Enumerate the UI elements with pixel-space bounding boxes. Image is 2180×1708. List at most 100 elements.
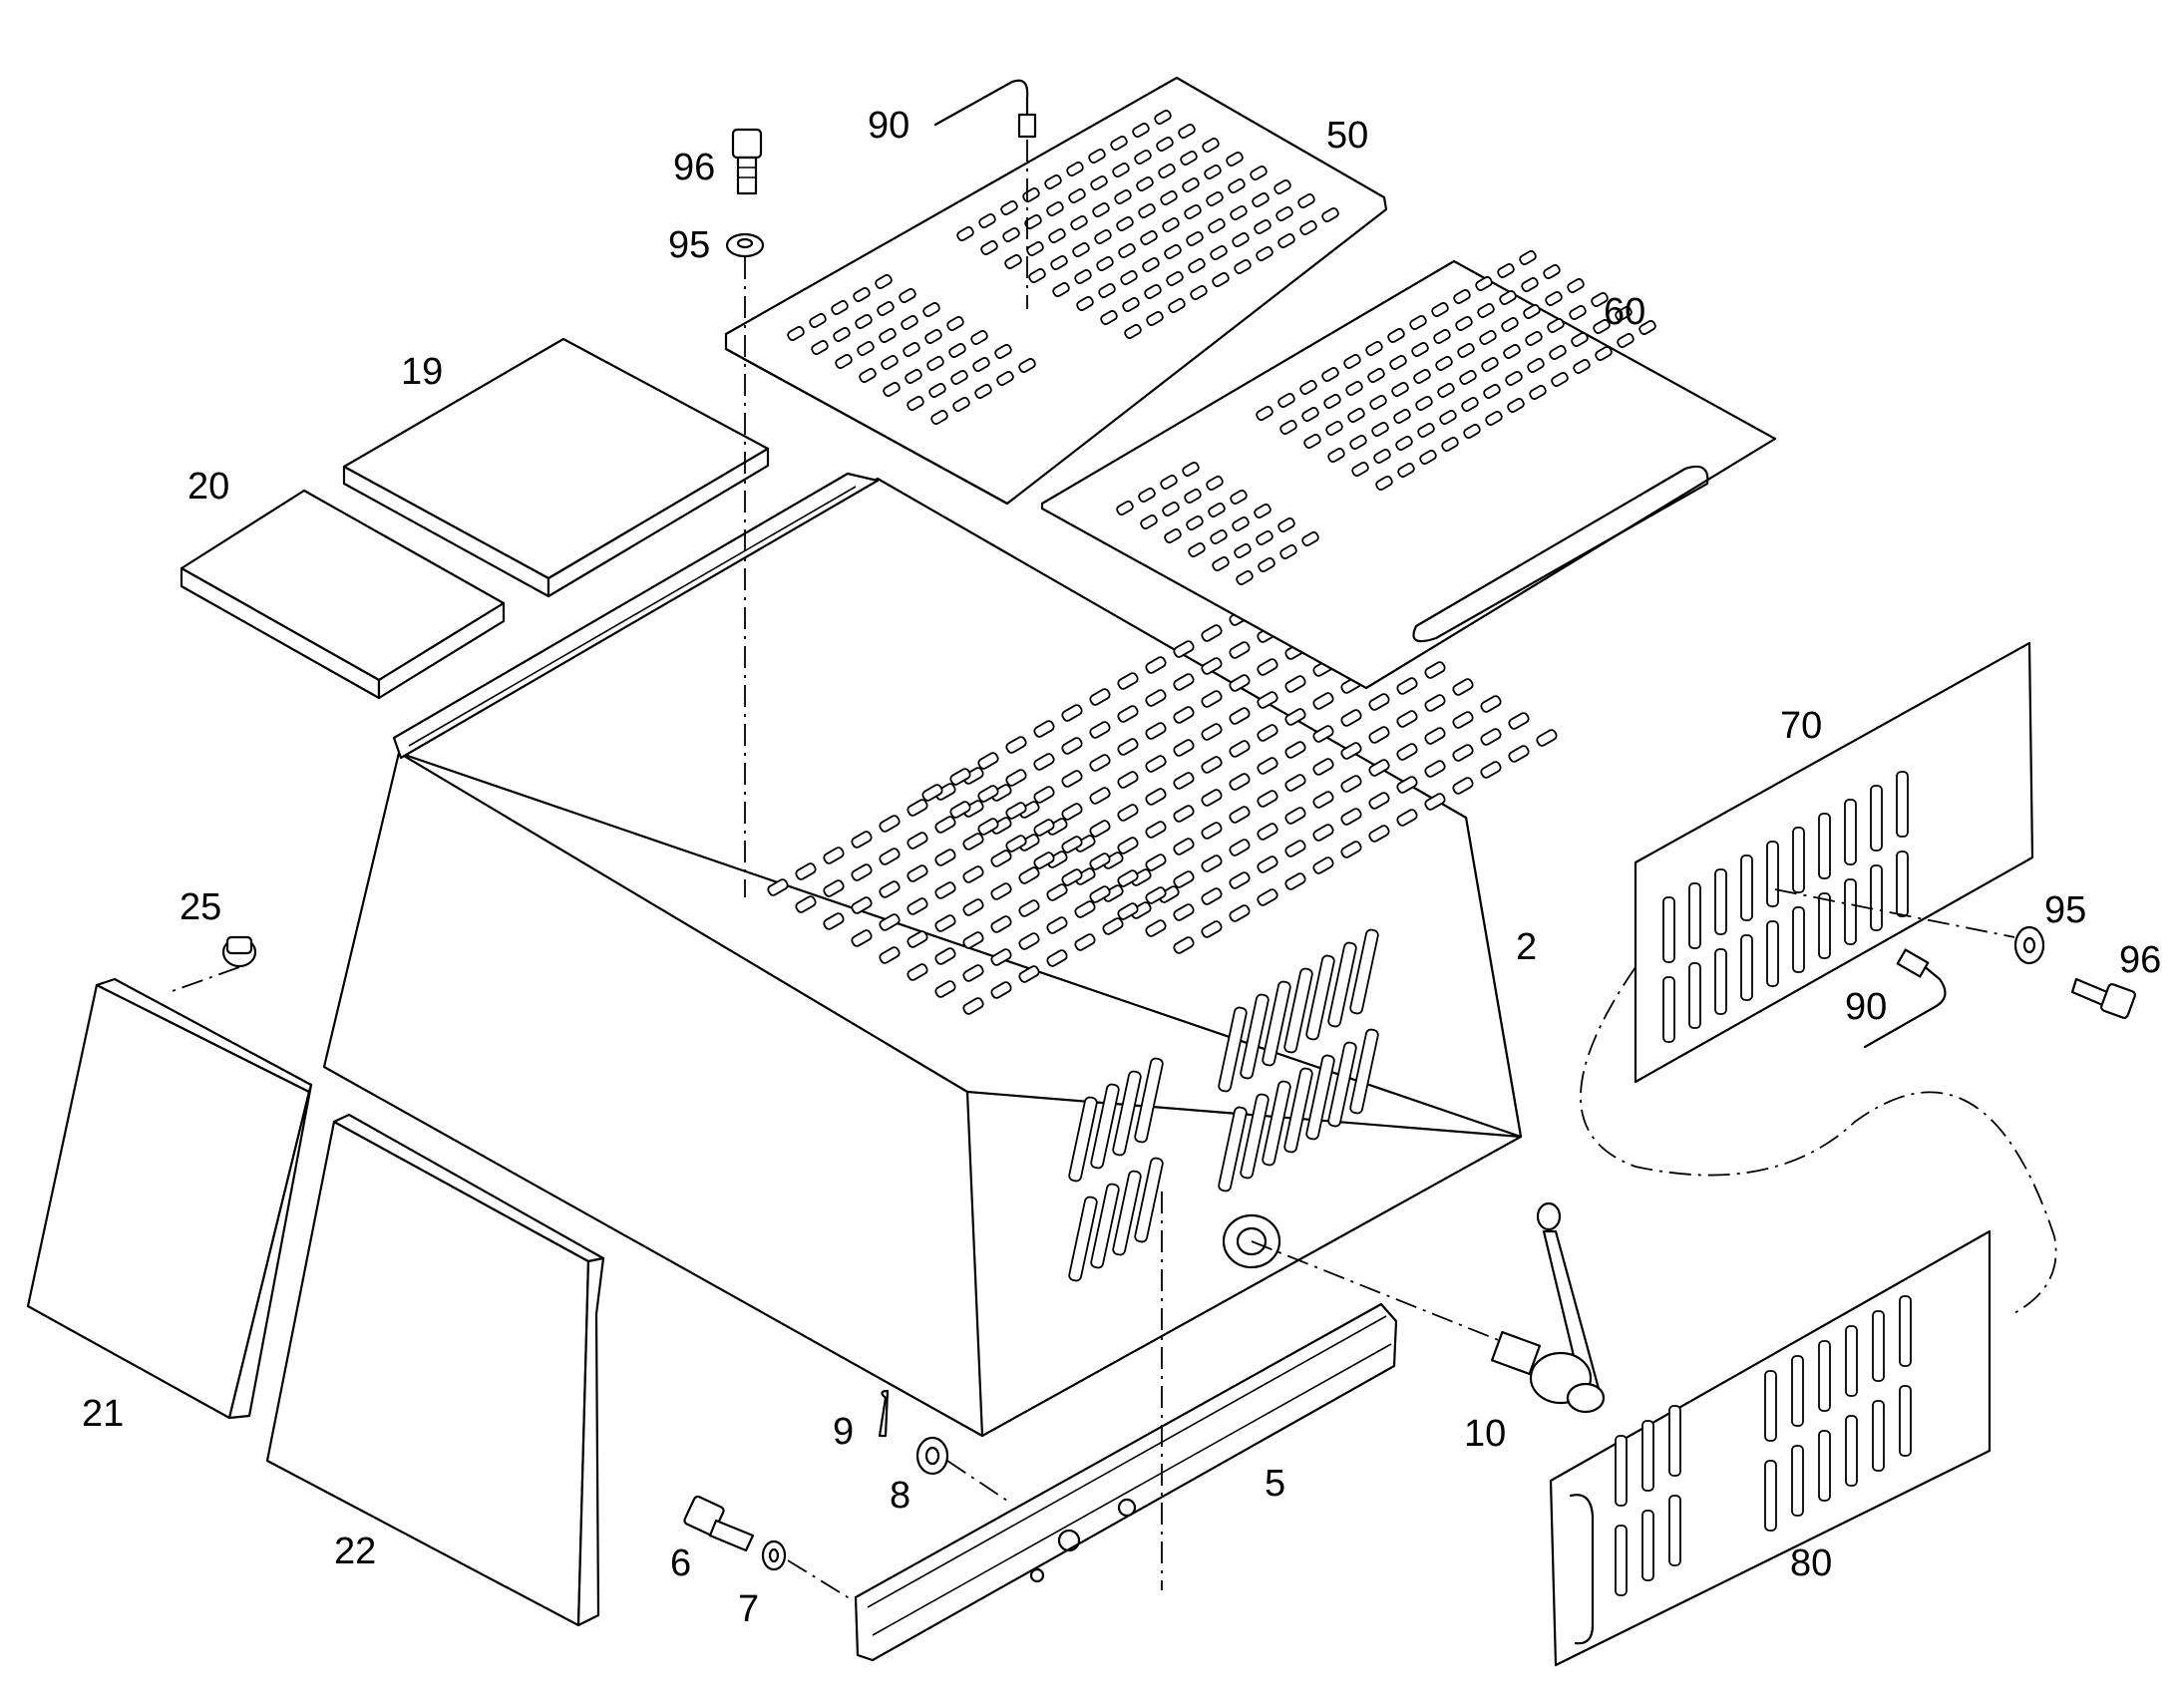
callout-95-right: 95	[2044, 889, 2086, 931]
vent-slot	[1305, 954, 1335, 1041]
vent-slot	[1046, 949, 1068, 967]
vent-slot	[1018, 965, 1040, 983]
vent-slot	[1870, 785, 1883, 852]
vent-slot	[1569, 305, 1587, 320]
vent-slot	[1457, 343, 1475, 358]
vent-slot	[1134, 150, 1152, 165]
vent-slot	[1312, 692, 1334, 710]
vent-slot	[1529, 385, 1547, 400]
callout-95-top: 95	[668, 224, 710, 266]
vent-slot	[1033, 753, 1055, 771]
vent-slot	[1184, 489, 1202, 504]
vent-slot	[972, 357, 990, 372]
vent-slot	[1411, 342, 1429, 357]
vent-slot	[1452, 711, 1474, 729]
vent-slot	[1178, 124, 1196, 139]
vent-slot	[1593, 319, 1611, 334]
vent-slot	[1396, 743, 1418, 761]
vent-slot	[962, 931, 984, 949]
vent-slot	[1567, 278, 1585, 293]
vent-slot	[1173, 706, 1195, 724]
vent-slot	[1870, 864, 1883, 931]
washer-part-95-right	[2013, 925, 2045, 965]
vent-slot	[1201, 690, 1223, 708]
vent-slot	[1134, 1157, 1164, 1243]
vent-slot	[1044, 174, 1062, 189]
vent-slot	[1480, 695, 1502, 713]
vent-slot	[1349, 928, 1379, 1015]
vent-slot	[1228, 178, 1246, 193]
vent-slot	[1480, 728, 1502, 746]
vent-slot	[1845, 1415, 1858, 1487]
vent-slot	[1201, 822, 1223, 840]
vent-slot	[962, 833, 984, 851]
washer-part-8	[915, 1436, 949, 1476]
vent-slot	[1004, 254, 1022, 269]
vent-slot	[1112, 1070, 1142, 1157]
vent-slot	[1312, 725, 1334, 743]
vent-slot	[1201, 657, 1223, 675]
vent-slot	[1277, 517, 1295, 532]
vent-slot	[1100, 310, 1118, 325]
vent-slot	[1312, 758, 1334, 776]
callout-21: 21	[82, 1393, 124, 1435]
vent-slot	[1872, 1400, 1885, 1472]
vent-slot	[1389, 355, 1407, 370]
vent-slot	[1740, 934, 1753, 1001]
vent-slot	[1218, 1006, 1248, 1093]
vent-slot	[1229, 871, 1251, 889]
vent-slot	[1117, 771, 1139, 789]
vent-slot	[1046, 201, 1064, 216]
split-pin-part-9	[878, 1389, 890, 1438]
vent-slot	[977, 818, 999, 836]
vent-slot	[851, 831, 873, 849]
vent-slot	[1439, 410, 1457, 425]
vent-slot	[921, 784, 943, 802]
vent-slot	[1480, 761, 1502, 779]
vent-slot	[1090, 1083, 1120, 1170]
callout-5: 5	[1265, 1463, 1285, 1505]
vent-slot	[1257, 724, 1278, 742]
vent-slot	[1297, 193, 1315, 208]
vent-slot	[934, 816, 956, 834]
vent-slot	[1112, 1170, 1142, 1256]
vent-slot	[1340, 742, 1362, 760]
vent-slot	[1896, 851, 1909, 917]
vent-slot	[1452, 744, 1474, 762]
vent-slot	[994, 344, 1012, 359]
vent-slot	[1208, 503, 1226, 517]
vent-slot	[1507, 398, 1525, 413]
vent-slot	[1455, 316, 1473, 331]
vent-slot	[1549, 345, 1567, 360]
vent-slot	[980, 240, 998, 255]
vent-slot	[1173, 772, 1195, 790]
vent-slot	[1284, 741, 1306, 759]
vent-slot	[1156, 137, 1174, 152]
vent-slot	[1206, 191, 1224, 206]
vent-slot	[1818, 813, 1831, 879]
vent-slot	[1240, 1093, 1270, 1180]
vent-slot	[1229, 773, 1251, 791]
vent-slot	[907, 396, 924, 411]
bolt-part-6	[683, 1495, 755, 1552]
vent-slot	[1591, 292, 1609, 307]
callout-8: 8	[890, 1475, 910, 1517]
vent-slot	[1186, 231, 1204, 246]
vent-slot	[1089, 721, 1111, 739]
vent-slot	[1102, 917, 1124, 935]
vent-slot	[1005, 769, 1027, 787]
vent-slot	[1545, 291, 1563, 306]
callout-6: 6	[670, 1542, 691, 1584]
vent-slot	[1234, 259, 1252, 274]
assembly-leader-lines	[169, 140, 2057, 1601]
vent-slot	[1134, 1057, 1164, 1144]
vent-slot	[990, 948, 1012, 966]
vent-slot	[1273, 179, 1291, 194]
rail-assembly-part-5	[854, 1302, 1398, 1662]
vent-slot	[1508, 745, 1530, 763]
vent-slot	[1327, 941, 1357, 1028]
vent-slot	[881, 355, 899, 370]
vent-slot	[1766, 841, 1779, 907]
vent-slot	[1002, 227, 1020, 242]
vent-slot	[1391, 382, 1409, 397]
